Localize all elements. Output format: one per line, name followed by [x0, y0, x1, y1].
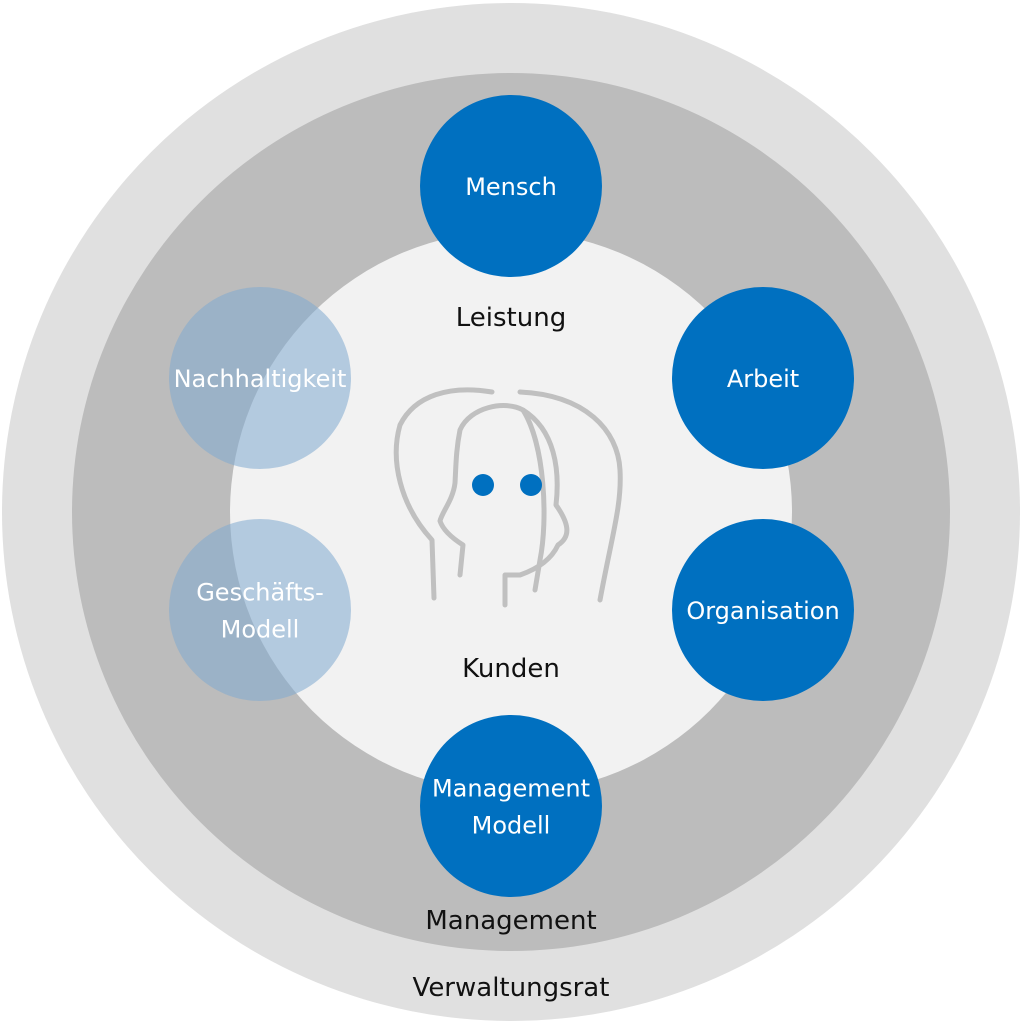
node-circle-management-modell — [420, 715, 602, 897]
node-label-geschaeftsmodell: Modell — [221, 616, 300, 644]
node-circle-arbeit — [672, 287, 854, 469]
back-head-right-outline — [517, 389, 623, 603]
node-label-mensch: Mensch — [465, 173, 557, 201]
inner-bottom-label: Kunden — [462, 654, 560, 684]
two-heads-icon — [393, 387, 623, 608]
node-arbeit: Arbeit — [672, 287, 854, 469]
node-label-management-modell: Modell — [472, 812, 551, 840]
node-circle-mensch — [420, 95, 602, 277]
node-label-geschaeftsmodell: Geschäfts- — [196, 579, 324, 607]
nodes-layer: MenschArbeitOrganisationManagementModell… — [169, 95, 854, 897]
back-head-outline — [393, 387, 495, 601]
inner-top-label: Leistung — [456, 303, 566, 333]
inner-circle — [230, 231, 792, 793]
node-mensch: Mensch — [420, 95, 602, 277]
node-nachhaltigkeit: Nachhaltigkeit — [169, 287, 351, 469]
node-circle-nachhaltigkeit — [169, 287, 351, 469]
outer-ring-label: Verwaltungsrat — [413, 973, 610, 1003]
node-label-arbeit: Arbeit — [727, 365, 799, 393]
node-label-nachhaltigkeit: Nachhaltigkeit — [174, 365, 347, 393]
node-circle-geschaeftsmodell — [169, 519, 351, 701]
node-geschaeftsmodell: Geschäfts- Modell — [169, 519, 351, 701]
middle-ring-label: Management — [425, 906, 596, 936]
right-eye — [520, 474, 542, 496]
node-label-organisation: Organisation — [686, 597, 839, 625]
left-eye — [472, 474, 494, 496]
node-label-management-modell: Management — [432, 775, 590, 803]
node-circle-organisation — [672, 519, 854, 701]
node-organisation: Organisation — [672, 519, 854, 701]
front-head-inner-line — [520, 407, 547, 593]
front-face-outline — [437, 403, 570, 608]
